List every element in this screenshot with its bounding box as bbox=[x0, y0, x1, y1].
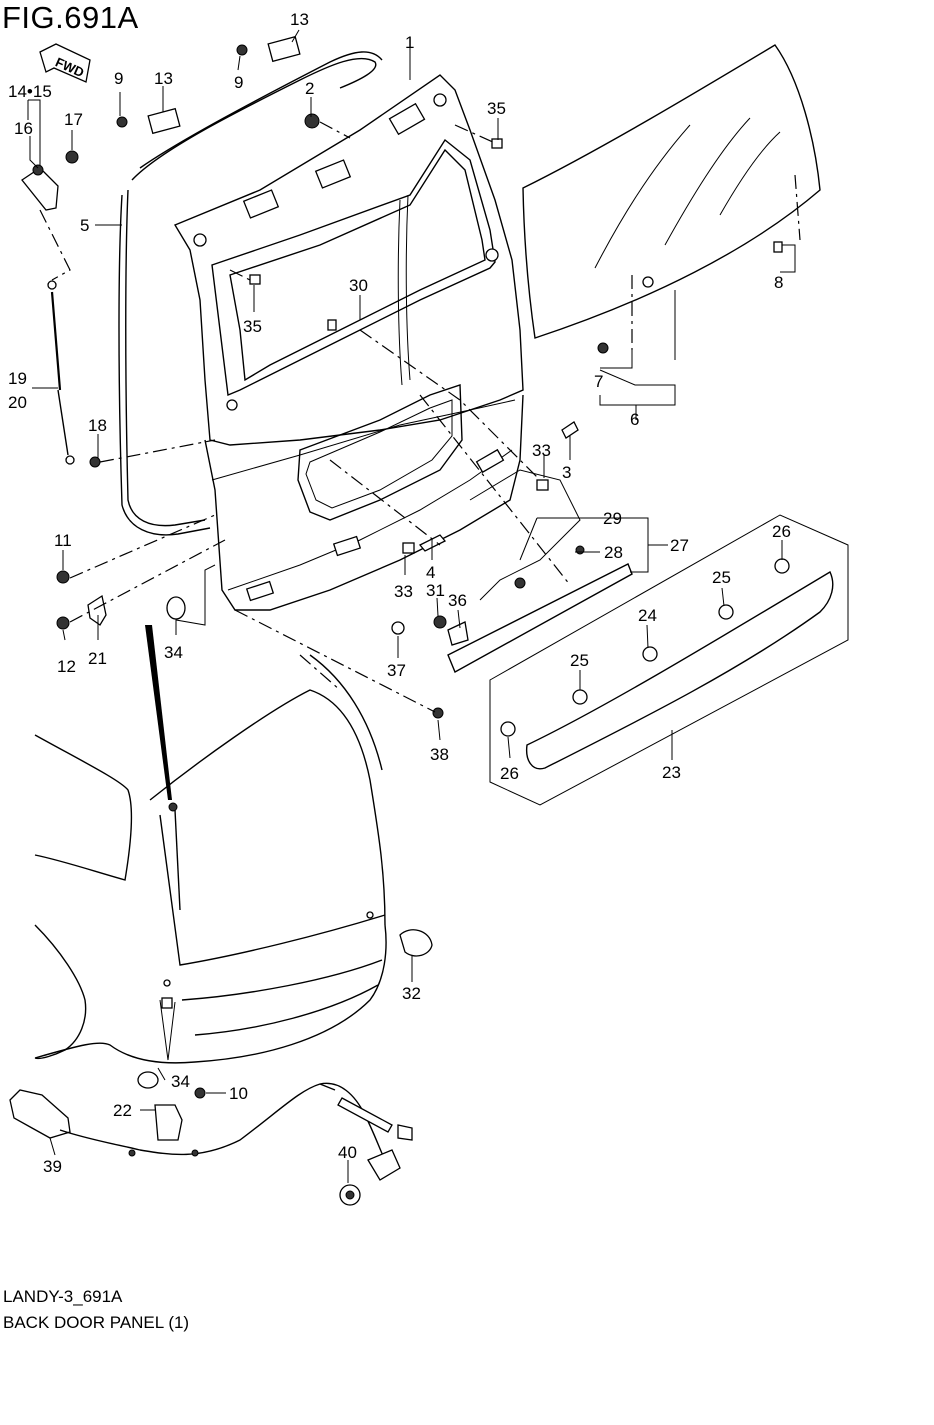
callout-8: 8 bbox=[774, 273, 783, 292]
diagram-name: BACK DOOR PANEL (1) bbox=[3, 1313, 190, 1332]
callout-5: 5 bbox=[80, 216, 89, 235]
callout-25-lower: 25 bbox=[570, 651, 589, 670]
back-door-panel bbox=[173, 74, 524, 611]
callout-36: 36 bbox=[448, 591, 467, 610]
vehicle-body bbox=[34, 625, 433, 1064]
callout-27: 27 bbox=[670, 536, 689, 555]
callout-17: 17 bbox=[64, 110, 83, 129]
callout-28: 28 bbox=[604, 543, 623, 562]
callout-4: 4 bbox=[426, 563, 435, 582]
garnish-assembly-box bbox=[489, 514, 849, 806]
callout-31: 31 bbox=[426, 581, 445, 600]
callout-11: 11 bbox=[54, 531, 72, 550]
opener-cable-assembly bbox=[9, 1082, 413, 1206]
callout-22: 22 bbox=[113, 1101, 132, 1120]
callout-6: 6 bbox=[630, 410, 639, 429]
callout-16: 16 bbox=[14, 119, 33, 138]
callout-30: 30 bbox=[349, 276, 368, 295]
callout-leader-lines bbox=[27, 29, 796, 1183]
callout-3: 3 bbox=[562, 463, 571, 482]
callout-34-upper: 34 bbox=[164, 643, 183, 662]
callout-7: 7 bbox=[594, 372, 603, 391]
callout-37: 37 bbox=[387, 661, 406, 680]
callout-29: 29 bbox=[603, 509, 622, 528]
callout-13-lower: 13 bbox=[154, 69, 173, 88]
callout-40: 40 bbox=[338, 1143, 357, 1162]
callout-23: 23 bbox=[662, 763, 681, 782]
license-garnish bbox=[447, 469, 633, 673]
callout-18: 18 bbox=[88, 416, 107, 435]
callout-39: 39 bbox=[43, 1157, 62, 1176]
figure-title: FIG.691A bbox=[2, 0, 139, 35]
weatherstrip-outline bbox=[118, 51, 383, 536]
callout-9-upper: 9 bbox=[114, 69, 123, 88]
callout-12: 12 bbox=[57, 657, 76, 676]
callout-26-upper: 26 bbox=[772, 522, 791, 541]
callout-20: 20 bbox=[8, 393, 27, 412]
leader-lines-dashed bbox=[39, 121, 571, 713]
callout-33-left: 33 bbox=[394, 582, 413, 601]
upper-stay-bracket bbox=[21, 150, 79, 211]
callout-9-lower: 9 bbox=[234, 73, 243, 92]
hinge-bracket bbox=[137, 1071, 206, 1141]
callout-32: 32 bbox=[402, 984, 421, 1003]
callout-35-lower: 35 bbox=[243, 317, 262, 336]
diagram-code: LANDY-3_691A bbox=[3, 1287, 123, 1306]
fwd-direction-arrow: FWD bbox=[39, 43, 91, 83]
callout-2: 2 bbox=[305, 79, 314, 98]
gas-strut bbox=[47, 280, 75, 465]
callout-24: 24 bbox=[638, 606, 657, 625]
callout-33-right: 33 bbox=[532, 441, 551, 460]
callout-34-lower: 34 bbox=[171, 1072, 190, 1091]
callout-35-upper: 35 bbox=[487, 99, 506, 118]
callout-labels: 1 2 3 4 5 6 7 8 9 9 10 11 12 13 13 14•15… bbox=[8, 10, 791, 1176]
back-glass bbox=[522, 44, 821, 360]
callout-38: 38 bbox=[430, 745, 449, 764]
callout-21: 21 bbox=[88, 649, 107, 668]
callout-14-15: 14•15 bbox=[8, 82, 52, 101]
callout-26-lower: 26 bbox=[500, 764, 519, 783]
callout-10: 10 bbox=[229, 1084, 248, 1103]
callout-25-upper: 25 bbox=[712, 568, 731, 587]
callout-19: 19 bbox=[8, 369, 27, 388]
callout-13-upper: 13 bbox=[290, 10, 309, 29]
hardware-fasteners bbox=[56, 35, 790, 737]
callout-1: 1 bbox=[405, 33, 414, 52]
